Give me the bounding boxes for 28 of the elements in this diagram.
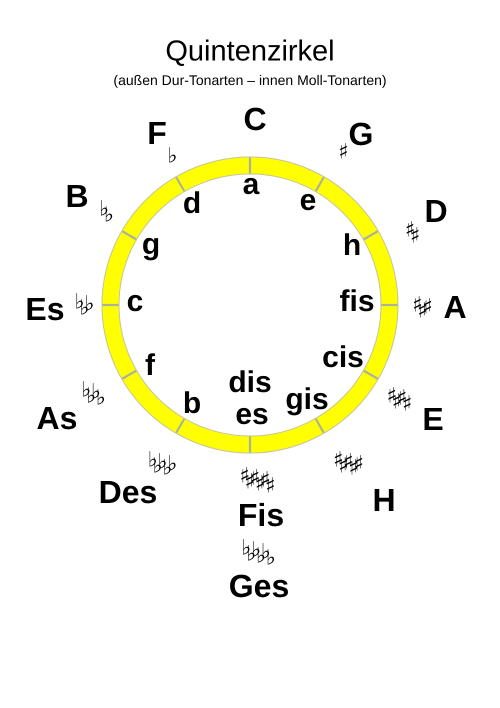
- major-key-label: C: [243, 103, 267, 135]
- minor-key-label: d: [182, 189, 202, 219]
- minor-key-label: f: [145, 351, 155, 381]
- major-key-label: G: [348, 118, 374, 150]
- major-key-label: As: [36, 402, 78, 434]
- major-key-label: F: [147, 117, 167, 149]
- major-key-label: B: [65, 180, 89, 212]
- major-key-label: Des: [98, 476, 158, 508]
- minor-key-label: cis: [322, 343, 364, 373]
- minor-key-label: fis: [340, 287, 374, 317]
- minor-key-label: es: [235, 400, 269, 430]
- minor-key-label: c: [126, 287, 144, 317]
- major-key-label: E: [422, 403, 444, 435]
- minor-key-label: h: [342, 231, 362, 261]
- minor-key-label: gis: [285, 385, 329, 415]
- minor-key-label: b: [182, 389, 202, 419]
- major-key-label: Ges: [228, 570, 290, 602]
- major-key-label: Fis: [238, 499, 284, 531]
- minor-key-label: e: [300, 186, 316, 216]
- major-key-label: A: [443, 291, 467, 323]
- major-key-label: D: [424, 195, 448, 227]
- minor-key-label: g: [142, 230, 160, 260]
- major-key-label: Es: [25, 293, 65, 325]
- minor-key-label: dis: [228, 368, 272, 398]
- diagram-title: Quintenzirkel: [165, 38, 335, 66]
- minor-key-label: a: [242, 170, 260, 200]
- major-key-label: H: [372, 484, 396, 516]
- subtitle: (außen Dur-Tonarten – innen Moll-Tonarten): [113, 73, 387, 87]
